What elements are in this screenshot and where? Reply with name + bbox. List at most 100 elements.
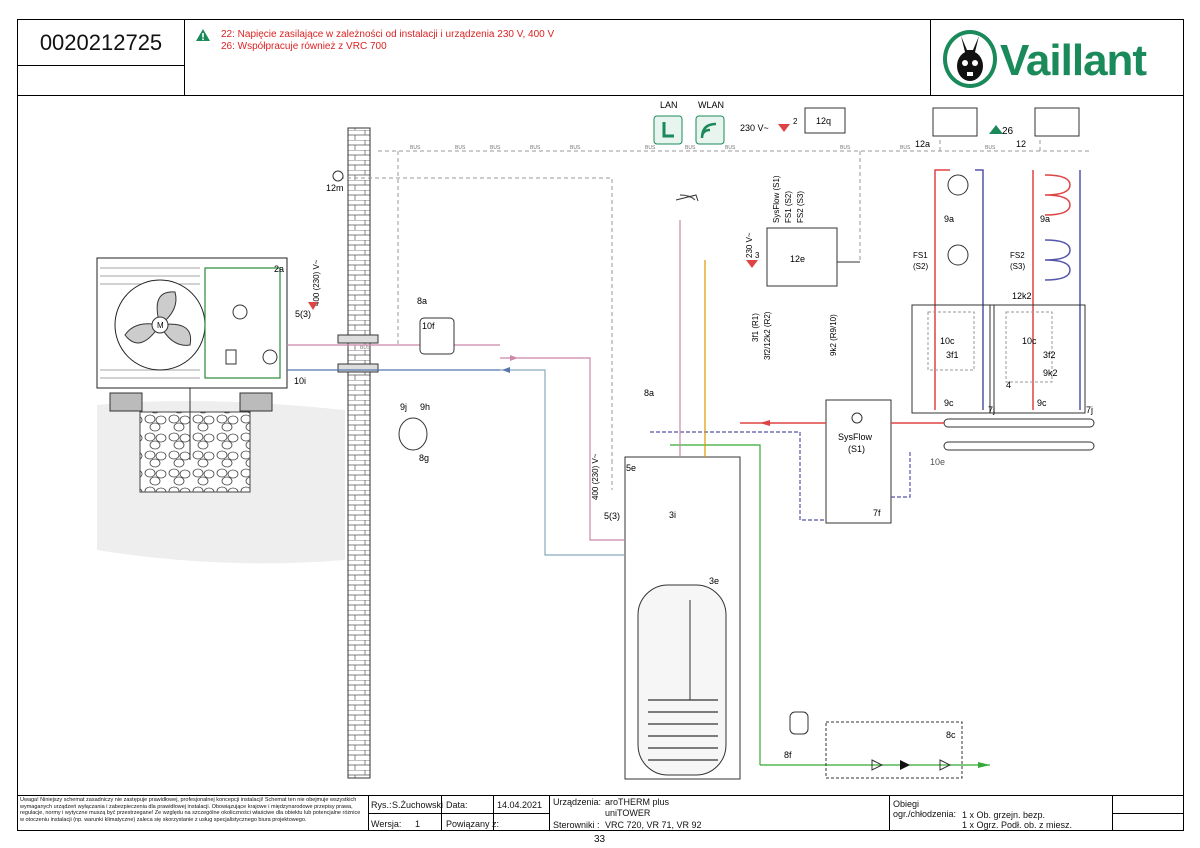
pump-icon [947, 244, 969, 266]
bus-label: BUS [840, 145, 851, 151]
label-9k2: 9k2 [1043, 368, 1058, 378]
label-400v-outdoor: 400 (230) V~ [312, 259, 321, 306]
bus-label: BUS [900, 145, 911, 151]
warning-icon [196, 29, 210, 41]
notes-box: 22: Napięcie zasilające w zależności od … [185, 19, 931, 96]
label-8c: 8c [946, 730, 956, 740]
brand-logo: Vaillant [1000, 36, 1147, 85]
warning-text: Uwaga! Niniejszy schemat zasadniczy nie … [20, 797, 361, 823]
label-3f2: 3f2 [1043, 350, 1056, 360]
hydraulic-diagram: M 2a BUS BUS BUS BUS BUS BUS BUS BUS BUS… [96, 100, 1095, 780]
divider [1112, 813, 1184, 814]
label-3i: 3i [669, 510, 676, 520]
unit-pump-icon [262, 349, 278, 365]
bus-label: BUS [410, 145, 421, 151]
dhw-cylinder [637, 584, 727, 776]
label-8a-2: 8a [644, 388, 654, 398]
divider [549, 795, 550, 831]
label-fs1: FS1 [913, 251, 928, 260]
mixing-group-7j-2 [989, 304, 1086, 414]
foundation-block-right [239, 392, 273, 412]
bus-label: BUS [530, 145, 541, 151]
page-number: 33 [594, 834, 606, 845]
sterowniki-value: VRC 720, VR 71, VR 92 [605, 820, 702, 830]
urzadzenia-label: Urządzenia: [553, 797, 602, 807]
foundation-block-left [109, 392, 143, 412]
unit-heat-exchanger [225, 349, 237, 365]
label-9a: 9a [944, 214, 954, 224]
rys-value: S.Żuchowski [392, 800, 444, 810]
urzadzenia-value-2: uniTOWER [605, 808, 651, 818]
label-3e: 3e [709, 576, 719, 586]
label-12a: 12a [915, 139, 930, 149]
label-3f1: 3f1 [946, 350, 959, 360]
obiegi-value-1: 1 x Ob. grzejn. bezp. [962, 810, 1046, 820]
fan-icon [124, 291, 192, 346]
bus-label: BUS [570, 145, 581, 151]
valve-icon [939, 759, 952, 771]
bus-label: BUS [645, 145, 656, 151]
bus-label: BUS [685, 145, 696, 151]
label-fs2-s3-vert: FS2 (S3) [796, 191, 805, 223]
radiator-icon [947, 174, 969, 196]
power-arrow-icon [308, 302, 318, 310]
data-label: Data: [446, 800, 468, 810]
check-valve-icon [900, 760, 910, 770]
wersja-value: 1 [415, 819, 421, 829]
rabbit-logo-icon [943, 30, 997, 88]
label-5e: 5e [626, 463, 636, 473]
wall-sleeve-top [337, 334, 379, 344]
label-r9: 9k2 (R9/10) [829, 314, 838, 356]
wersja-label: Wersja: [371, 819, 402, 829]
label-10c-2: 10c [1022, 336, 1037, 346]
label-8g: 8g [419, 453, 429, 463]
mixing-group-7j-1 [911, 304, 995, 414]
power-arrow-icon [778, 124, 790, 132]
logo-box [931, 19, 1184, 96]
label-7j-2: 7j [1086, 405, 1093, 415]
bus-label: BUS [725, 145, 736, 151]
fan-motor-label: M [157, 321, 164, 330]
label-9c-2: 9c [1037, 398, 1047, 408]
label-12q: 12q [816, 116, 831, 126]
urzadzenia-value-1: aroTHERM plus [605, 797, 670, 807]
label-2a: 2a [274, 264, 284, 274]
room-controller-12a [932, 107, 978, 137]
label-5-3-b: 5(3) [604, 511, 620, 521]
return-header [943, 441, 1095, 451]
label-26: 26 [1002, 126, 1014, 137]
label-7j: 7j [988, 405, 995, 415]
label-10e: 10e [930, 457, 945, 467]
label-12e: 12e [790, 254, 805, 264]
heating-circuit-1-pipes [934, 169, 984, 410]
supply-230-12q: 230 V~ [740, 123, 769, 133]
label-5-3: 5(3) [295, 309, 311, 319]
label-3: 3 [755, 251, 760, 260]
label-r2: 3f2/12k2 (R2) [763, 311, 772, 360]
label-r1: 3f1 (R1) [751, 313, 760, 342]
note-22: 22: Napięcie zasilające w zależności od … [221, 29, 555, 40]
bus-lines [340, 140, 1090, 490]
label-9j: 9j [400, 402, 407, 412]
divider [889, 795, 890, 831]
bus-label: BUS [455, 145, 466, 151]
label-9a-2: 9a [1040, 214, 1050, 224]
label-400v-tower: 400 (230) V~ [591, 453, 600, 500]
safety-group-8c [825, 721, 963, 779]
label-10f: 10f [422, 321, 435, 331]
obiegi-label: Obiegi ogr./chłodzenia: [893, 799, 957, 819]
divider [368, 813, 549, 814]
powiazany-label: Powiązany z: [446, 819, 500, 829]
label-12k2: 12k2 [1012, 291, 1032, 301]
label-10i: 10i [294, 376, 306, 386]
title-block [17, 795, 1184, 832]
valve-icon [871, 759, 884, 771]
rys-label: Rys.: [371, 800, 392, 810]
main-pipes [287, 194, 990, 766]
compressor-icon [232, 304, 248, 320]
warning-icon [989, 125, 1003, 134]
label-12m: 12m [326, 183, 344, 193]
shower-head-icon [675, 194, 699, 202]
label-8a: 8a [417, 296, 427, 306]
label-s3: (S3) [1010, 262, 1025, 271]
